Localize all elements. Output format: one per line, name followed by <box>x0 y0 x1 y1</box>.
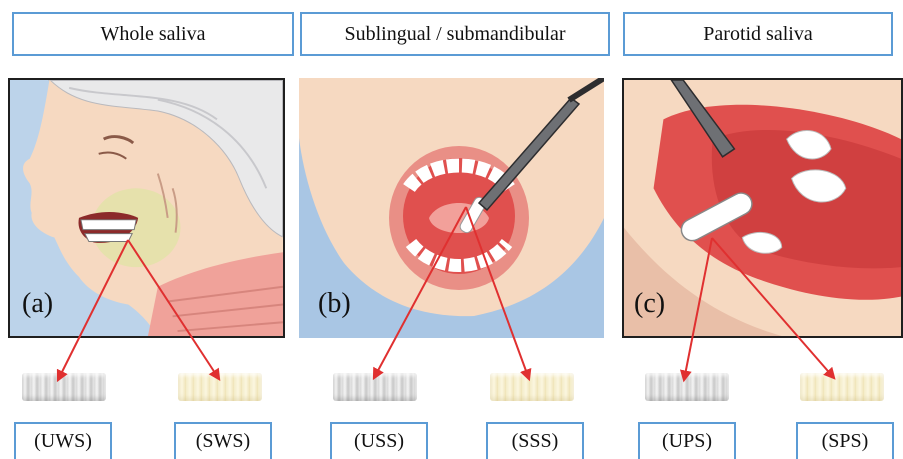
code-uss: (USS) <box>330 422 428 459</box>
code-ups: (UPS) <box>638 422 736 459</box>
panel-b-drawing <box>299 78 604 338</box>
panel-c-drawing <box>624 80 901 336</box>
panel-b-illustration <box>299 78 604 338</box>
cotton-roll-sss <box>490 373 574 401</box>
cotton-roll-sps <box>800 373 884 401</box>
cotton-roll-ups <box>645 373 729 401</box>
code-uws: (UWS) <box>14 422 112 459</box>
cotton-roll-sws <box>178 373 262 401</box>
code-sps: (SPS) <box>796 422 894 459</box>
code-sws: (SWS) <box>174 422 272 459</box>
title-whole-saliva: Whole saliva <box>12 12 294 56</box>
panel-a-drawing <box>10 80 283 336</box>
title-parotid-saliva: Parotid saliva <box>623 12 893 56</box>
cotton-roll-uws <box>22 373 106 401</box>
cotton-roll-uss <box>333 373 417 401</box>
title-sublingual-submandibular: Sublingual / submandibular <box>300 12 610 56</box>
panel-c-illustration <box>622 78 903 338</box>
code-sss: (SSS) <box>486 422 584 459</box>
panel-a-illustration <box>8 78 285 338</box>
